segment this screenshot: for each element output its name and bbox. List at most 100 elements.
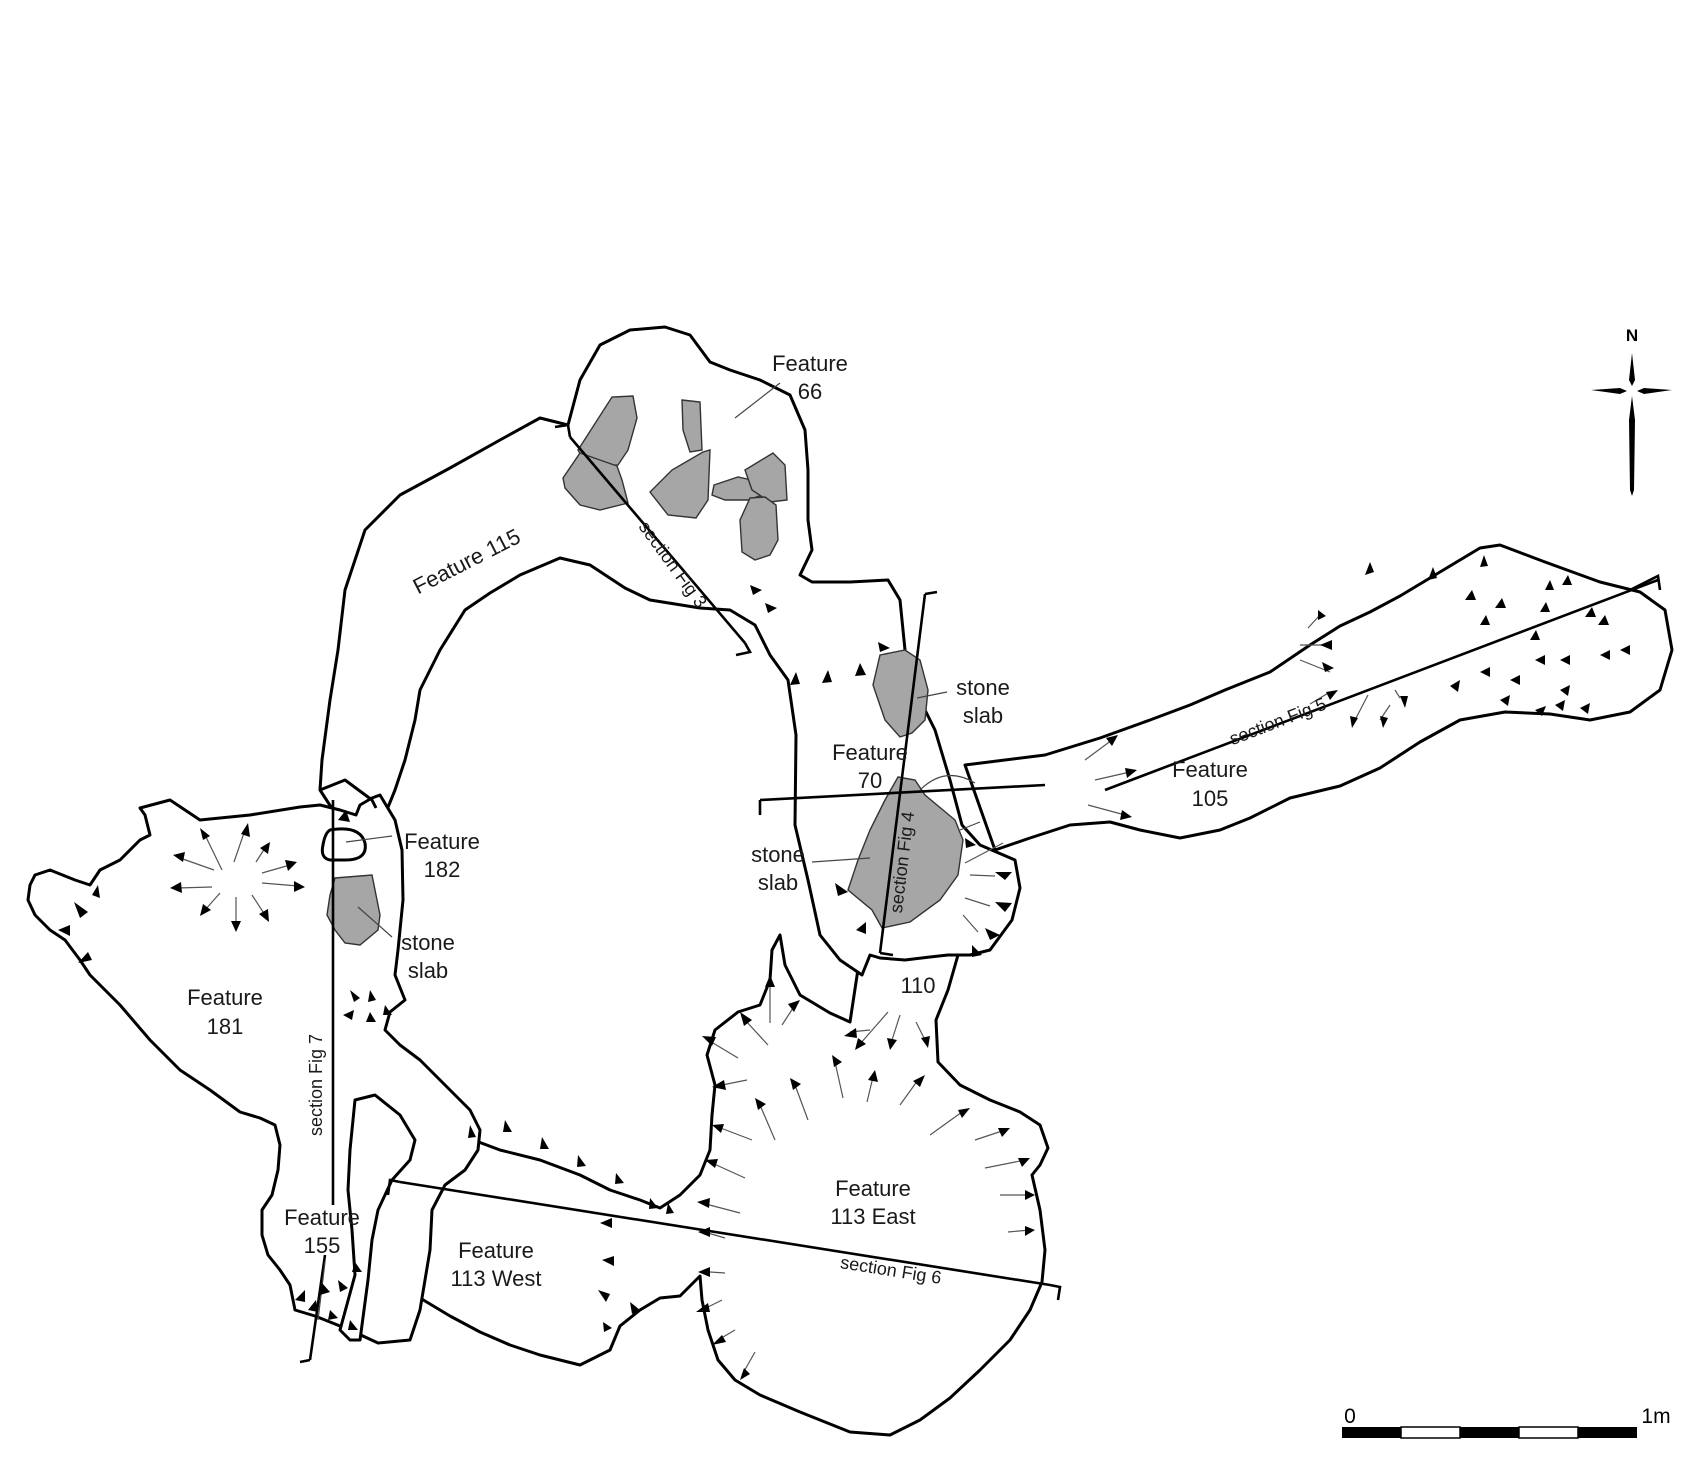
hachure-113w-e5: [630, 1302, 640, 1314]
feature-182-notch: [319, 778, 378, 809]
hachure-181-w3: [78, 952, 92, 963]
scale-bar: 0 1m: [1342, 1405, 1671, 1439]
leader-slab-70-north: [916, 691, 948, 699]
hachure-155-6: [348, 1320, 358, 1330]
hachure-113e-rim: [696, 975, 1035, 1380]
label-feature-155-line1: Feature: [284, 1205, 360, 1230]
section-line-fig4: [878, 593, 927, 954]
label-slab-70-south-line1: stone: [751, 842, 805, 867]
stone-66-c: [681, 399, 703, 453]
hachure-113w-e4: [603, 1322, 612, 1332]
label-feature-113-west-line1: Feature: [458, 1238, 534, 1263]
scale-end-label: 1m: [1641, 1405, 1670, 1428]
hachure-155-7: [352, 1262, 362, 1272]
hachure-155-5: [338, 1280, 348, 1292]
stone-66-f: [744, 452, 788, 503]
label-feature-70-line2: 70: [858, 768, 882, 793]
label-feature-182-line2: 182: [424, 857, 461, 882]
hachure-182-4: [343, 1010, 354, 1020]
hachure-70-line-3: [964, 897, 991, 907]
hachure-182-6: [383, 1005, 392, 1015]
hachure-105: [1084, 555, 1630, 820]
hachure-155-4: [328, 1310, 338, 1320]
label-slab-182-line2: slab: [408, 958, 448, 983]
hachure-181-w1: [74, 902, 88, 918]
scale-start-label: 0: [1344, 1405, 1356, 1428]
leader-slab-70-south: [811, 857, 871, 863]
label-slab-70-north-line2: slab: [963, 703, 1003, 728]
hachure-70-2: [822, 670, 832, 683]
label-feature-70-line1: Feature: [832, 740, 908, 765]
hachure-155-1: [295, 1290, 305, 1302]
label-feature-113-east-line2: 113 East: [830, 1204, 915, 1229]
stone-slab-182: [326, 874, 381, 946]
section-line-fig3: [569, 436, 746, 644]
hachure-70-3: [855, 663, 866, 676]
hachure-182-3: [368, 990, 376, 1002]
hachure-113w-n4: [577, 1155, 586, 1167]
hachure-181-w4: [92, 885, 100, 898]
hachure-113w-n2: [503, 1120, 512, 1132]
hachure-113w-n6: [649, 1198, 658, 1209]
compass-n-label: N: [1626, 326, 1638, 345]
section-line-fig7-lower: [308, 1254, 327, 1361]
section-line-f70-ew: [759, 783, 1046, 802]
leader-feature-66: [734, 382, 781, 419]
label-slab-70-north-line1: stone: [956, 675, 1010, 700]
label-feature-105-line1: Feature: [1172, 757, 1248, 782]
hachure-group: [58, 555, 1630, 1380]
stone-slab-70-south: [847, 776, 964, 929]
label-feature-110: 110: [900, 973, 935, 998]
section-line-fig5: [1104, 578, 1659, 792]
hachure-70-line-1: [964, 842, 1004, 864]
leader-slab-182: [357, 906, 393, 938]
label-feature-113-east-line1: Feature: [835, 1176, 911, 1201]
hachure-70-1: [790, 672, 800, 685]
hachure-113w-e3: [598, 1290, 610, 1302]
section-tick-fig4-end: [879, 951, 894, 957]
feature-105-outline: [963, 543, 1674, 852]
hachure-113w-n1: [468, 1125, 476, 1138]
label-feature-66-line2: 66: [798, 379, 822, 404]
feature-70-arc: [919, 774, 976, 791]
hachure-70-line-2: [969, 874, 996, 877]
hachure-70-13: [972, 945, 982, 957]
hachure-70-12: [985, 928, 1000, 940]
label-feature-105-line2: 105: [1192, 786, 1229, 811]
hachure-70-line-4: [962, 914, 979, 933]
feature-182-outline: [320, 827, 367, 862]
label-feature-182-line1: Feature: [404, 829, 480, 854]
hachure-70-7: [835, 883, 848, 896]
hachure-113w-n5: [615, 1173, 624, 1184]
hachure-70-6: [765, 603, 777, 613]
label-feature-181-line1: Feature: [187, 985, 263, 1010]
hachure-70-9: [965, 838, 976, 848]
stone-66-d: [649, 449, 711, 519]
leader-feature-182: [345, 835, 393, 843]
section-tick-fig7-end: [299, 1358, 311, 1364]
hachure-155-3: [320, 1283, 330, 1295]
hachure-113w-e1: [600, 1218, 612, 1228]
hachure-155-2: [308, 1300, 318, 1312]
section-tick-fig4-start: [924, 590, 938, 596]
hachure-113w-n7: [666, 1203, 674, 1214]
hachure-70-10: [995, 872, 1012, 880]
hachure-113w-n3: [540, 1137, 549, 1149]
feature-113-east-outline: [394, 873, 1050, 1437]
stone-66-g: [739, 496, 779, 561]
feature-70-arc-2: [959, 821, 981, 831]
hachure-70-11: [995, 902, 1012, 912]
hachure-70-4: [878, 642, 890, 652]
hachure-182-2: [350, 990, 360, 1002]
section-tick-fig6-end: [1049, 1283, 1062, 1301]
feature-115-70-outline: [318, 325, 1022, 977]
hachure-113w-e2: [602, 1256, 614, 1266]
hachure-181-w2: [58, 925, 70, 936]
label-feature-113-west-line2: 113 West: [451, 1266, 542, 1291]
section-line-fig6: [399, 1180, 1051, 1287]
hachure-181-star: [170, 823, 305, 932]
label-slab-182-line1: stone: [401, 930, 455, 955]
section-tick-fig3-start: [554, 423, 572, 438]
label-section-fig7: section Fig 7: [306, 1034, 326, 1136]
